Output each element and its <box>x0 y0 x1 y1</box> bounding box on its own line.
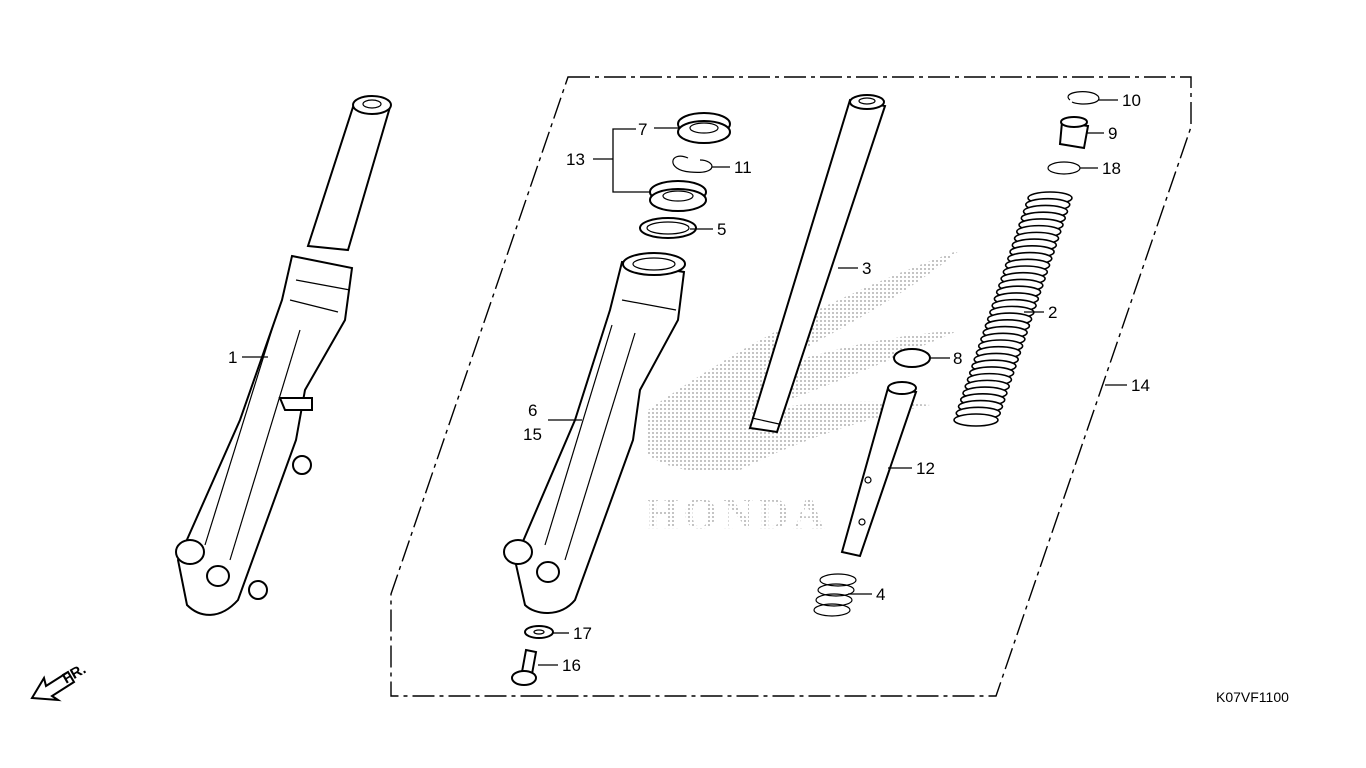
callout-10: 10 <box>1122 91 1141 110</box>
front-direction-indicator: FR. <box>30 661 89 702</box>
front-arrow-icon <box>30 670 76 702</box>
honda-watermark-text: HONDA <box>645 489 829 538</box>
fork-pipe-drawing <box>748 94 887 434</box>
leader-lines <box>242 99 1127 666</box>
callout-5: 5 <box>717 220 726 239</box>
fork-slider-drawing <box>503 252 686 614</box>
fork-spring-drawing <box>953 191 1073 427</box>
rebound-spring-drawing <box>813 573 857 617</box>
callout-13: 13 <box>566 150 585 169</box>
callout-11: 11 <box>734 158 752 177</box>
callout-1: 1 <box>228 348 237 367</box>
callout-12: 12 <box>916 459 935 478</box>
assembly-boundary <box>390 76 1192 697</box>
callout-16: 16 <box>562 656 581 675</box>
callout-9: 9 <box>1108 124 1117 143</box>
drawing-code: K07VF1100 <box>1216 689 1289 705</box>
callout-15: 15 <box>523 425 542 444</box>
callout-17: 17 <box>573 624 592 643</box>
seal-set-drawing <box>639 112 731 239</box>
callout-6: 6 <box>528 401 537 420</box>
piston-drawing <box>840 381 918 558</box>
callout-8: 8 <box>953 349 962 368</box>
callout-4: 4 <box>876 585 885 604</box>
fork-assembly-drawing <box>175 95 392 616</box>
piston-ring-drawing <box>893 348 931 368</box>
callout-labels: 1 2 3 4 5 6 15 7 8 9 10 11 12 13 14 16 1… <box>228 91 1150 675</box>
callout-14: 14 <box>1131 376 1150 395</box>
spring-coil <box>953 413 999 427</box>
fork-top-parts-drawing <box>1047 91 1100 175</box>
callout-2: 2 <box>1048 303 1057 322</box>
callout-7: 7 <box>638 120 647 139</box>
callout-3: 3 <box>862 259 871 278</box>
bolt-washer-drawing <box>511 625 554 686</box>
callout-18: 18 <box>1102 159 1121 178</box>
